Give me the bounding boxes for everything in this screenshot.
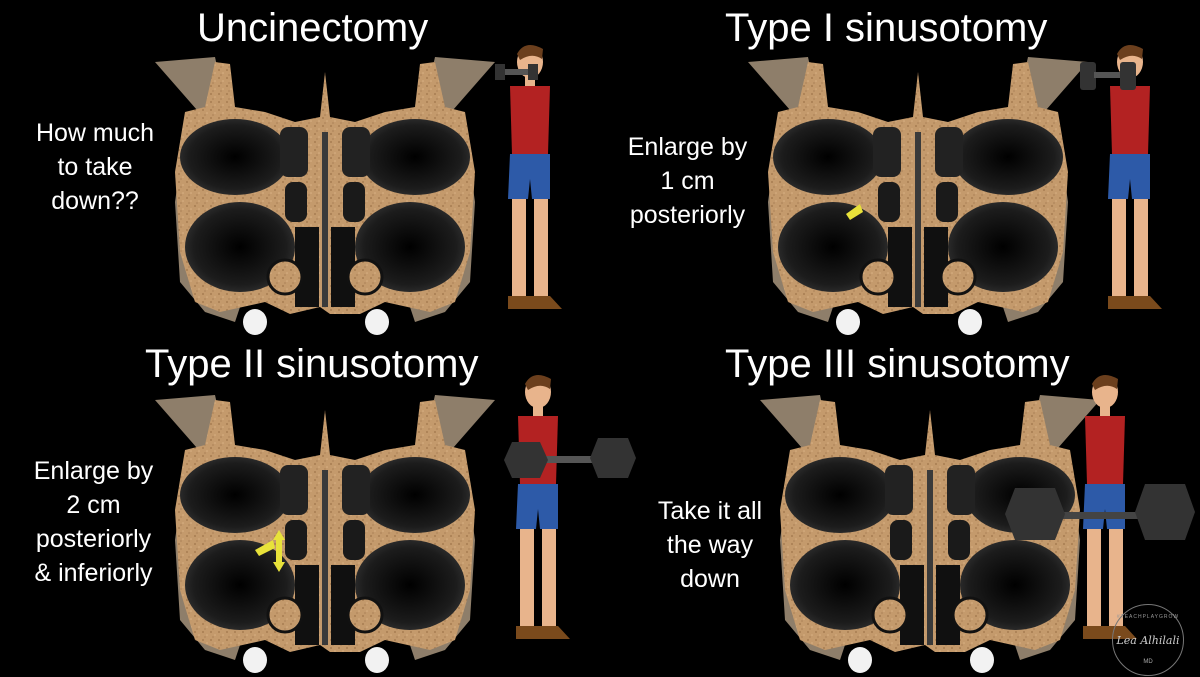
caption-line: 1 cm <box>660 167 715 195</box>
sinus-anatomy-illustration <box>153 393 497 675</box>
watermark-top-text: #TEACHPLAYGROW <box>1116 614 1180 620</box>
sinus-anatomy-illustration <box>153 55 497 337</box>
caption-line: the way <box>666 531 754 559</box>
watermark-suffix: MD <box>1143 659 1153 665</box>
caption-line: down <box>680 565 740 593</box>
panel-type-2: Type II sinusotomy Enlarge by 2 cm poste… <box>0 338 636 676</box>
panel-title: Type II sinusotomy <box>145 342 479 386</box>
panel-title: Type III sinusotomy <box>725 342 1070 386</box>
watermark-signature: Lea Alhilali <box>1116 633 1180 647</box>
caption-line: Take it all <box>657 497 763 525</box>
arrow-icon <box>846 204 863 220</box>
caption-line: down?? <box>51 187 139 215</box>
caption-line: Enlarge by <box>627 133 748 161</box>
caption-line: posteriorly <box>629 201 746 229</box>
panel-caption: Enlarge by 2 cm posteriorly & inferiorly <box>6 454 181 590</box>
weightlifter-figure <box>1080 45 1162 309</box>
weightlifter-figure <box>504 375 636 639</box>
double-arrow-icon <box>255 530 285 572</box>
panel-caption: Enlarge by 1 cm posteriorly <box>600 130 775 232</box>
barbell-icon <box>1005 488 1065 540</box>
weightlifter-figure <box>1005 375 1195 639</box>
weightlifter-figure <box>495 45 562 309</box>
panel-type-3: Type III sinusotomy Take it all the way … <box>600 338 1200 676</box>
panel-uncinectomy: Uncinectomy How much to take down?? <box>0 0 600 338</box>
panel-type-1: Type I sinusotomy Enlarge by 1 cm poster… <box>600 0 1200 338</box>
panel-caption: Take it all the way down <box>640 494 780 596</box>
caption-line: Enlarge by <box>33 457 154 485</box>
watermark-seal: #TEACHPLAYGROW Lea Alhilali MD <box>1112 604 1184 676</box>
caption-line: & inferiorly <box>34 559 153 587</box>
panel-title: Type I sinusotomy <box>725 6 1048 50</box>
panel-title: Uncinectomy <box>197 6 429 50</box>
caption-line: posteriorly <box>35 525 152 553</box>
dumbbell-icon <box>504 442 548 478</box>
panel-caption: How much to take down?? <box>10 116 180 218</box>
caption-line: 2 cm <box>66 491 121 519</box>
dumbbell-icon <box>495 69 535 75</box>
sinus-anatomy-illustration <box>746 55 1090 337</box>
caption-line: to take <box>57 153 133 181</box>
dumbbell-icon <box>1080 62 1096 90</box>
caption-line: How much <box>35 119 155 147</box>
